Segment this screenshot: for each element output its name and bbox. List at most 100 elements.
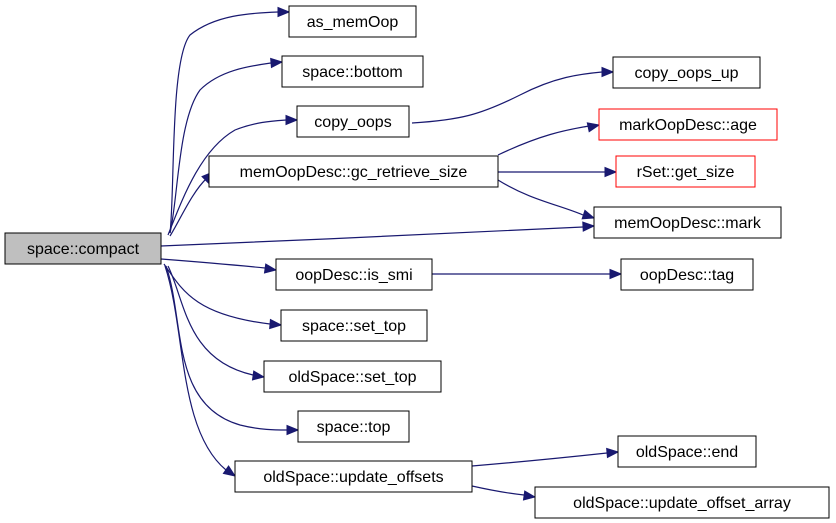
- node-update_offsets[interactable]: oldSpace::update_offsets: [234, 460, 473, 493]
- node-copy_oops[interactable]: copy_oops: [296, 105, 410, 138]
- edge-compact-to-top: [165, 265, 300, 436]
- node-label: space::set_top: [302, 318, 406, 335]
- edge-compact-to-bottom: [169, 57, 284, 234]
- node-label: as_memOop: [307, 14, 399, 31]
- node-box[interactable]: [620, 258, 754, 291]
- node-top[interactable]: space::top: [297, 410, 410, 443]
- node-mark[interactable]: memOopDesc::mark: [593, 206, 782, 239]
- node-end[interactable]: oldSpace::end: [617, 435, 757, 468]
- edge-gc_retrieve_size-to-mark: [497, 179, 596, 220]
- node-get_size[interactable]: rSet::get_size: [615, 155, 756, 188]
- node-label: space::top: [317, 419, 391, 436]
- edge-compact-to-copy_oops: [167, 114, 299, 236]
- edge-line: [411, 71, 603, 124]
- edge-line: [164, 265, 227, 471]
- edge-line: [169, 62, 272, 234]
- node-bottom[interactable]: space::bottom: [281, 55, 424, 88]
- edge-is_smi-to-tag: [431, 268, 623, 280]
- node-age[interactable]: markOopDesc::age: [598, 108, 778, 141]
- arrowhead-icon: [285, 114, 299, 126]
- node-label: memOopDesc::mark: [614, 215, 762, 232]
- nodes-layer: space::compactas_memOopspace::bottomcopy…: [4, 5, 830, 519]
- edge-line: [471, 452, 608, 467]
- edge-compact-to-as_memOop: [169, 6, 291, 234]
- edge-line: [160, 226, 584, 247]
- node-compact[interactable]: space::compact: [4, 232, 162, 265]
- edge-line: [169, 11, 279, 234]
- node-label: oldSpace::set_top: [288, 369, 416, 386]
- node-box[interactable]: [281, 55, 424, 88]
- arrowhead-icon: [286, 424, 300, 436]
- edge-update_offsets-to-update_offset_array: [471, 485, 537, 501]
- node-box[interactable]: [288, 5, 417, 38]
- node-label: rSet::get_size: [637, 164, 735, 181]
- edge-compact-to-mark: [160, 221, 596, 247]
- node-label: oopDesc::tag: [640, 267, 734, 284]
- node-box[interactable]: [297, 410, 410, 443]
- node-label: oopDesc::is_smi: [295, 267, 412, 284]
- arrowhead-icon: [609, 268, 623, 280]
- edge-line: [497, 179, 584, 216]
- edge-line: [169, 177, 208, 237]
- node-box[interactable]: [534, 486, 830, 519]
- node-box[interactable]: [617, 435, 757, 468]
- edge-line: [497, 125, 590, 156]
- node-label: space::compact: [27, 241, 140, 258]
- node-box[interactable]: [296, 105, 410, 138]
- node-old_set_top[interactable]: oldSpace::set_top: [263, 360, 442, 393]
- node-box[interactable]: [598, 108, 778, 141]
- edge-compact-to-is_smi: [160, 258, 278, 274]
- edge-copy_oops-to-copy_oops_up: [411, 66, 615, 124]
- edge-line: [160, 258, 266, 269]
- arrowhead-icon: [606, 447, 620, 459]
- node-label: memOopDesc::gc_retrieve_size: [240, 164, 468, 181]
- node-box[interactable]: [234, 460, 473, 493]
- edge-line: [167, 119, 287, 236]
- arrowhead-icon: [277, 6, 291, 18]
- node-box[interactable]: [593, 206, 782, 239]
- node-gc_retrieve_size[interactable]: memOopDesc::gc_retrieve_size: [208, 155, 499, 188]
- node-update_offset_array[interactable]: oldSpace::update_offset_array: [534, 486, 830, 519]
- node-is_smi[interactable]: oopDesc::is_smi: [275, 258, 433, 291]
- node-box[interactable]: [263, 360, 442, 393]
- node-set_top[interactable]: space::set_top: [280, 309, 428, 342]
- edge-compact-to-update_offsets: [164, 265, 237, 477]
- arrowhead-icon: [222, 465, 237, 477]
- edge-compact-to-set_top: [163, 263, 283, 330]
- node-box[interactable]: [208, 155, 499, 188]
- arrowhead-icon: [582, 221, 596, 232]
- node-copy_oops_up[interactable]: copy_oops_up: [612, 56, 761, 89]
- edge-line: [163, 263, 271, 325]
- node-box[interactable]: [275, 258, 433, 291]
- edge-compact-to-old_set_top: [167, 265, 266, 381]
- edge-update_offsets-to-end: [471, 447, 620, 467]
- arrowhead-icon: [601, 66, 615, 78]
- node-label: space::bottom: [302, 64, 403, 81]
- edge-gc_retrieve_size-to-age: [497, 122, 601, 156]
- edge-line: [167, 265, 254, 376]
- arrowhead-icon: [251, 370, 266, 381]
- arrowhead-icon: [604, 166, 618, 178]
- node-label: oldSpace::update_offset_array: [573, 495, 791, 512]
- edge-gc_retrieve_size-to-get_size: [497, 166, 618, 178]
- node-box[interactable]: [4, 232, 162, 265]
- node-box[interactable]: [612, 56, 761, 89]
- arrowhead-icon: [269, 318, 283, 330]
- arrowhead-icon: [263, 263, 278, 274]
- node-label: copy_oops_up: [634, 65, 738, 82]
- arrowhead-icon: [270, 57, 284, 69]
- edges-layer: [160, 6, 623, 501]
- node-as_memOop[interactable]: as_memOop: [288, 5, 417, 38]
- node-tag[interactable]: oopDesc::tag: [620, 258, 754, 291]
- arrowhead-icon: [522, 490, 537, 501]
- node-label: oldSpace::update_offsets: [263, 469, 443, 486]
- arrowhead-icon: [586, 122, 601, 133]
- node-box[interactable]: [280, 309, 428, 342]
- arrowhead-icon: [581, 209, 596, 220]
- node-box[interactable]: [615, 155, 756, 188]
- node-label: markOopDesc::age: [619, 117, 757, 134]
- node-label: oldSpace::end: [636, 444, 738, 461]
- node-label: copy_oops: [314, 114, 391, 131]
- edge-line: [471, 485, 525, 496]
